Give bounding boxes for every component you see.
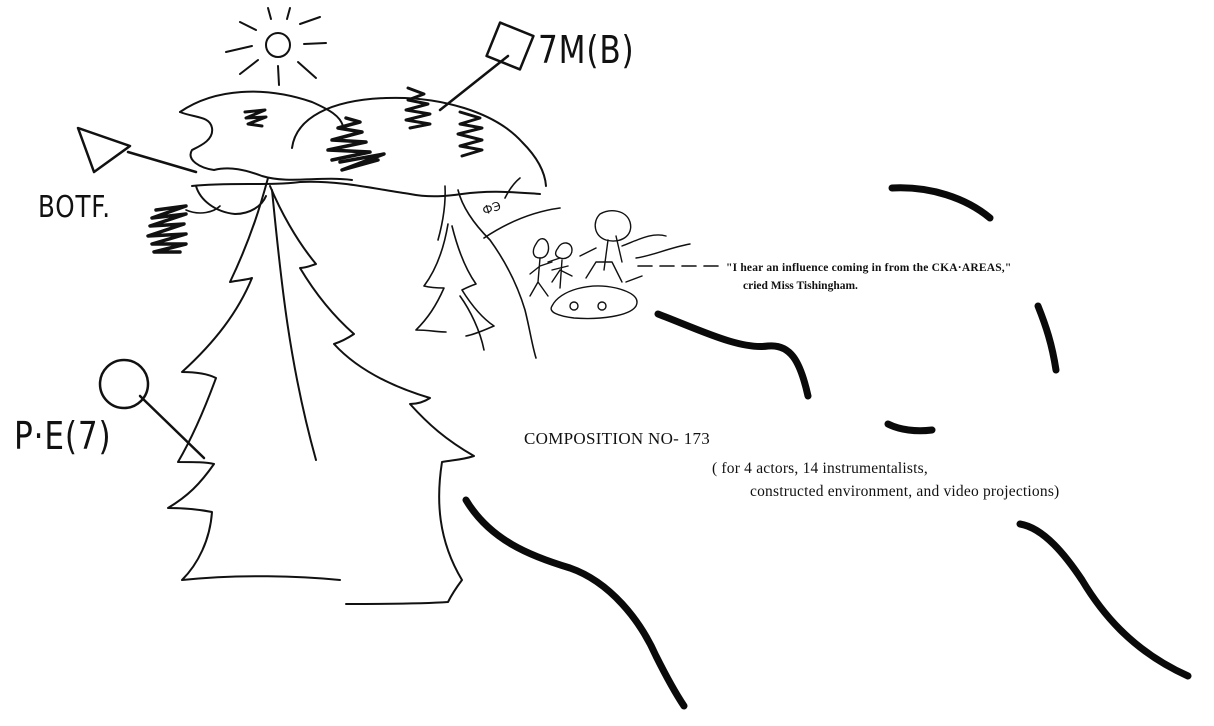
- big-tree: [167, 177, 475, 605]
- scribbled-shrubs: [146, 86, 484, 254]
- quote-line-1: "I hear an influence coming in from the …: [726, 262, 1012, 274]
- big-tree-trunk-line: [271, 189, 317, 461]
- label-7mb: 7M(B): [538, 28, 635, 72]
- connector-botf: [126, 150, 198, 174]
- svg-text:ФЭ: ФЭ: [481, 199, 503, 218]
- label-botf: BOTF.: [38, 190, 111, 225]
- label-pe7: P·E(7): [14, 414, 112, 458]
- sun-icon: [225, 7, 327, 86]
- quote-line-2: cried Miss Tishingham.: [743, 280, 858, 292]
- figures-scene: [529, 210, 691, 320]
- connector-7mb: [438, 54, 510, 112]
- triangle-symbol-icon: [76, 126, 132, 174]
- hills: ФЭ: [179, 90, 561, 359]
- composition-title: COMPOSITION NO- 173: [524, 429, 711, 448]
- composition-subtitle-line-1: ( for 4 actors, 14 instrumentalists,: [712, 460, 928, 477]
- thick-wave-strokes: [462, 184, 1192, 710]
- square-symbol-icon: [485, 21, 535, 71]
- circle-symbol-icon: [98, 358, 150, 410]
- connector-pe7: [138, 394, 206, 460]
- composition-subtitle-line-2: constructed environment, and video proje…: [750, 483, 1060, 500]
- small-tree: [415, 223, 495, 351]
